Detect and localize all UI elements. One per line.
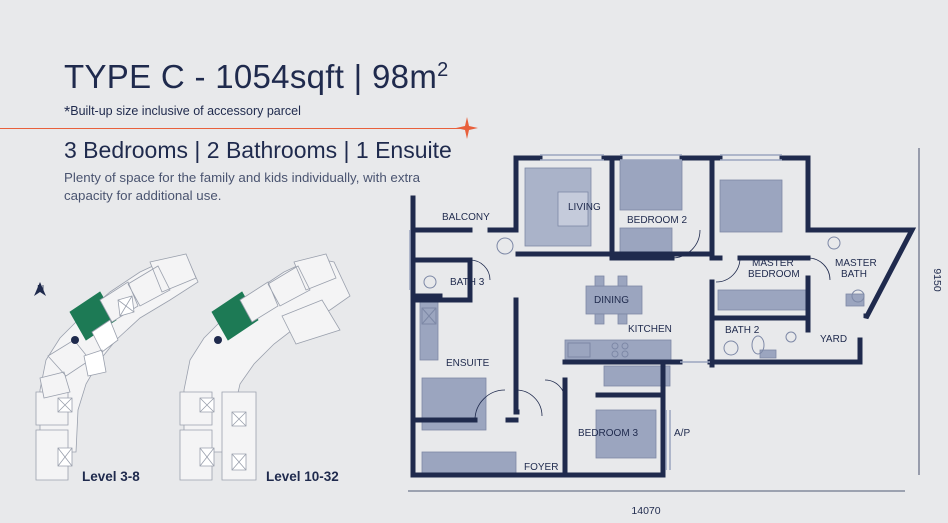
room-yard: YARD [820, 334, 847, 345]
windows [409, 154, 782, 470]
north-arrow-icon [34, 282, 46, 296]
rooms-summary: 3 Bedrooms | 2 Bathrooms | 1 Ensuite [64, 137, 452, 163]
key-plan-label-level-3-8: Level 3-8 [82, 469, 140, 484]
room-bedroom-2: BEDROOM 2 [627, 215, 687, 226]
room-ensuite: ENSUITE [446, 358, 490, 369]
room-foyer: FOYER [524, 462, 558, 473]
key-plan-level-3-8 [35, 253, 199, 481]
bathroom-fixtures [421, 236, 865, 358]
note-asterisk: * [64, 104, 71, 121]
walls [410, 155, 917, 478]
room-kitchen: KITCHEN [628, 324, 672, 335]
plan-title-text: TYPE C - 1054sqft | 98m [64, 58, 438, 95]
plan-title-superscript: 2 [437, 59, 449, 81]
floor-plan: BALCONY LIVING BEDROOM 2 MASTER BEDROOM … [408, 148, 943, 517]
room-bath-3: BATH 3 [450, 277, 485, 288]
room-bath-2: BATH 2 [725, 325, 760, 336]
north-label: N [37, 284, 44, 295]
key-plan-level-10-32 [179, 253, 351, 481]
room-living: LIVING [568, 202, 601, 213]
room-bedroom-3: BEDROOM 3 [578, 428, 638, 439]
accent-rule [0, 128, 466, 129]
dimension-height: 9150 [931, 268, 943, 292]
dimension-lines [408, 148, 920, 492]
room-master-bath-line1: MASTER [835, 258, 877, 269]
key-plan-label-level-10-32: Level 10-32 [266, 469, 339, 484]
room-dining: DINING [594, 295, 629, 306]
note-text: Built-up size inclusive of accessory par… [70, 104, 301, 118]
furniture [419, 159, 865, 475]
room-ap: A/P [674, 428, 690, 439]
room-master-bath-line2: BATH [841, 269, 867, 280]
room-balcony: BALCONY [442, 212, 490, 223]
plan-title: TYPE C - 1054sqft | 98m2 [64, 58, 449, 96]
door-swings [469, 229, 831, 421]
room-master-bedroom-line1: MASTER [752, 258, 794, 269]
built-up-note: *Built-up size inclusive of accessory pa… [64, 104, 301, 122]
dimension-width: 14070 [631, 505, 660, 517]
sparkle-icon [456, 117, 478, 139]
plan-description: Plenty of space for the family and kids … [64, 170, 420, 203]
room-master-bedroom-line2: BEDROOM [748, 269, 800, 280]
